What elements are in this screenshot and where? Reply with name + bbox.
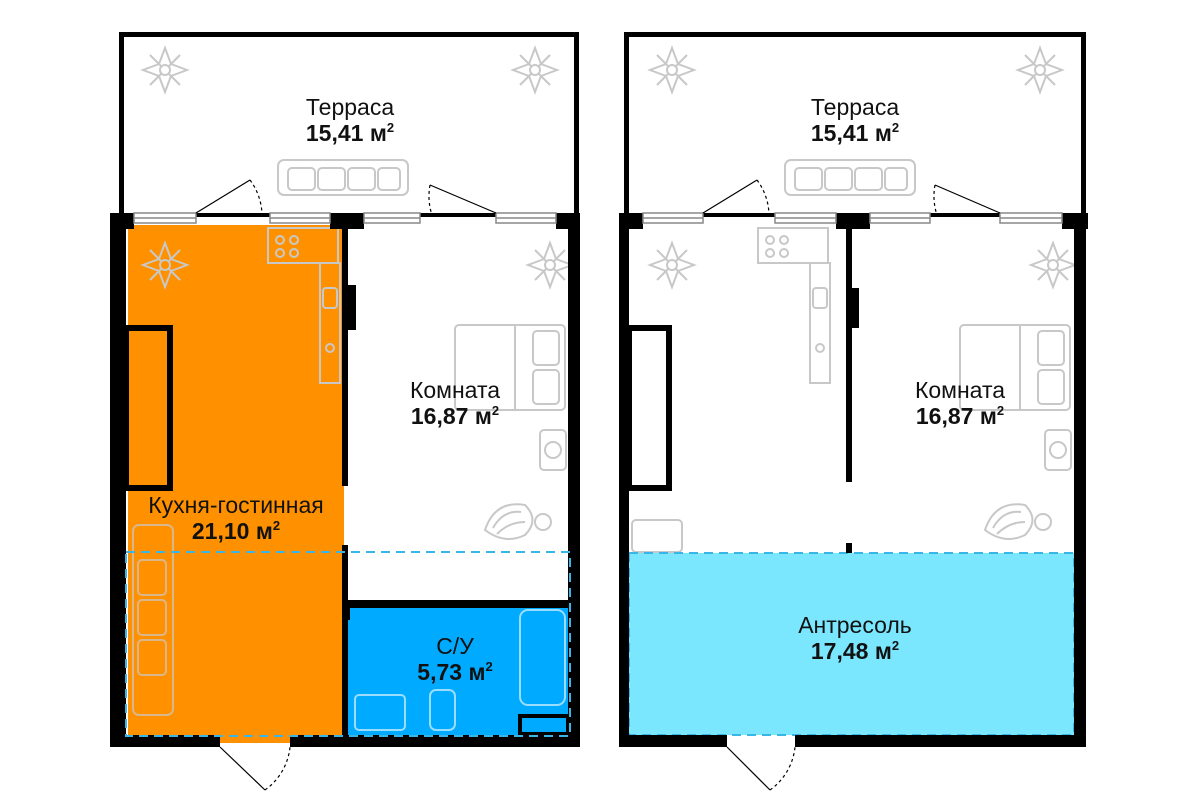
room-label-lower: Комната 16,87 м2 xyxy=(409,377,501,430)
mezzanine-label: Антресоль 17,48 м2 xyxy=(798,612,912,665)
plan-upper xyxy=(619,32,1088,791)
bathroom-label: С/У 5,73 м2 xyxy=(417,633,493,686)
windows-lower xyxy=(133,212,557,224)
walls-lower xyxy=(110,32,580,747)
kitchen-fill xyxy=(128,225,344,743)
furniture-lower xyxy=(132,47,573,731)
terrace-label-lower: Терраса 15,41 м2 xyxy=(305,94,395,147)
terrace-label-upper: Терраса 15,41 м2 xyxy=(810,94,900,147)
doors-lower xyxy=(195,179,497,791)
plan-lower xyxy=(110,32,580,791)
room-label-upper: Комната 16,87 м2 xyxy=(914,377,1006,430)
furniture-upper xyxy=(631,47,1076,553)
bathroom-fill xyxy=(344,608,570,735)
doors-upper xyxy=(702,179,1001,791)
windows-upper xyxy=(642,212,1063,224)
mezzanine-outline-lower xyxy=(125,551,571,737)
mezzanine-fill xyxy=(628,552,1075,736)
kitchen-label: Кухня-гостинная 21,10 м2 xyxy=(148,492,324,545)
walls-upper xyxy=(619,32,1088,747)
